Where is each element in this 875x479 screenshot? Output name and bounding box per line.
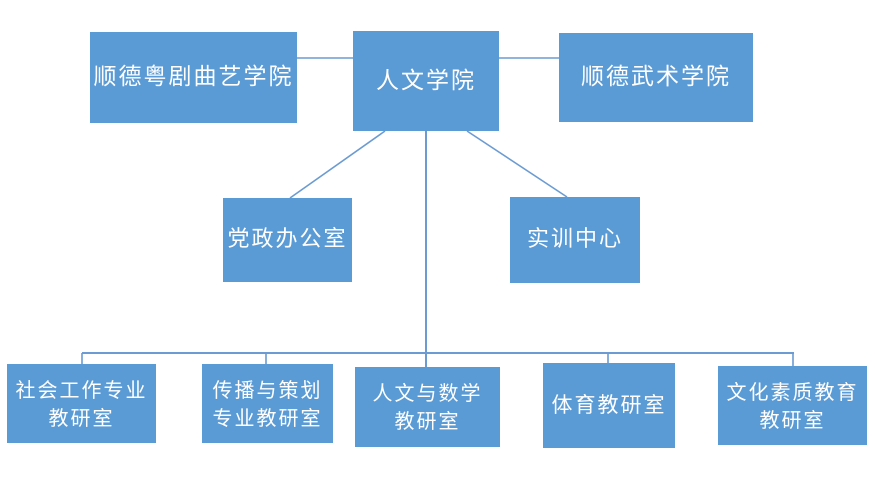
node-humanities-college-root: 人文学院	[353, 31, 499, 131]
node-cultural-quality-education-teaching-office: 文化素质教育 教研室	[718, 366, 867, 445]
node-social-work-teaching-office: 社会工作专业 教研室	[7, 364, 156, 443]
node-communication-planning-teaching-office: 传播与策划 专业教研室	[202, 364, 333, 443]
node-practical-training-center: 实训中心	[510, 197, 640, 283]
node-party-government-office: 党政办公室	[223, 198, 352, 282]
node-humanities-math-teaching-office: 人文与数学 教研室	[355, 367, 500, 447]
node-physical-education-teaching-office: 体育教研室	[543, 363, 675, 448]
node-shunde-opera-academy: 顺德粤剧曲艺学院	[90, 32, 297, 123]
node-shunde-martial-arts-academy: 顺德武术学院	[559, 33, 753, 122]
